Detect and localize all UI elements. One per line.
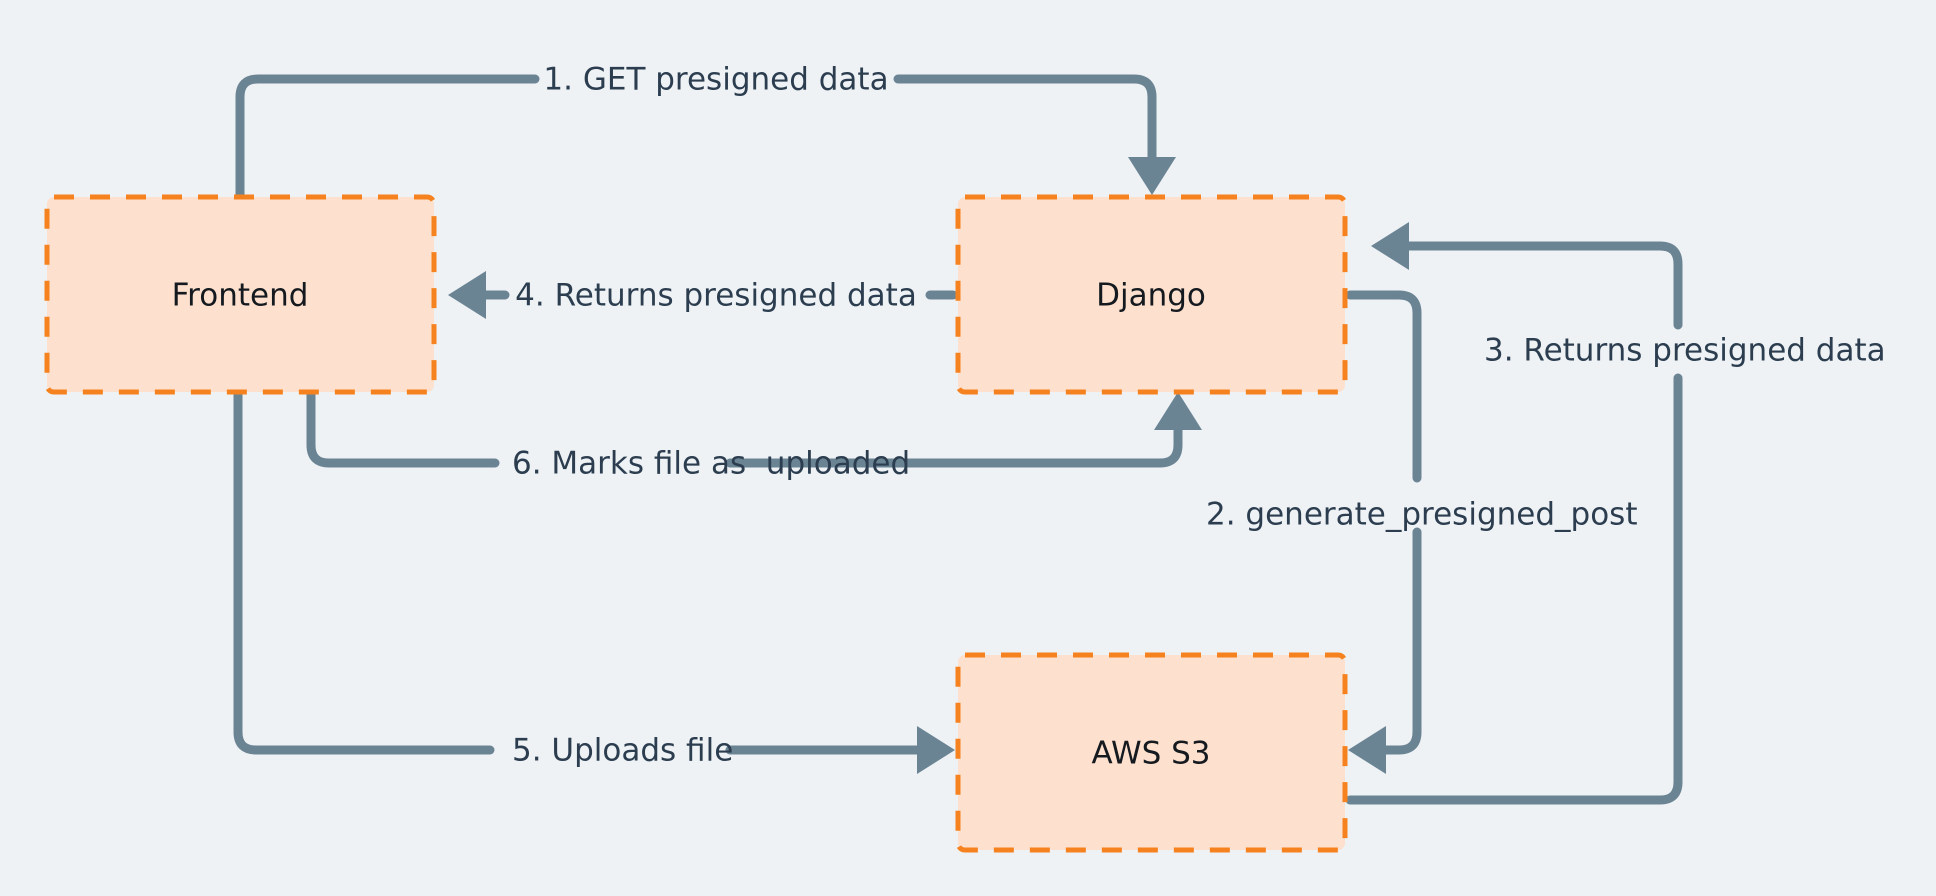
node-frontend-label: Frontend xyxy=(172,278,309,314)
edge-6-segment-right xyxy=(725,417,1183,468)
edge-6-marks-file-as-uploaded: 6. Marks file as uploaded xyxy=(306,387,1202,482)
edge-5-label: 5. Uploads file xyxy=(512,733,733,769)
edge-2-arrowhead xyxy=(1348,726,1386,774)
edge-1-get-presigned-data: 1. GET presigned data xyxy=(235,62,1176,202)
edge-3-arrowhead xyxy=(1371,222,1409,270)
edge-4-arrowhead xyxy=(448,271,486,319)
edge-2-segment-bottom xyxy=(1373,527,1422,755)
edge-5-uploads-file: 5. Uploads file xyxy=(233,387,955,774)
edge-2-segment-top xyxy=(1345,290,1422,483)
edge-4-returns-presigned-data: 4. Returns presigned data xyxy=(448,271,958,319)
edge-6-label: 6. Marks file as uploaded xyxy=(512,446,910,482)
edge-1-arrowhead xyxy=(1128,157,1176,195)
node-aws-s3-box[interactable] xyxy=(955,652,1348,853)
edge-5-segment-left xyxy=(233,387,495,755)
node-aws-s3-label: AWS S3 xyxy=(1091,736,1210,772)
edge-3-segment-upper xyxy=(1396,241,1683,330)
node-aws-s3[interactable]: AWS S3 xyxy=(955,652,1348,853)
edge-5-arrowhead xyxy=(917,726,955,774)
node-django-box[interactable] xyxy=(955,194,1348,395)
edge-6-segment-left xyxy=(306,387,500,468)
edge-6-arrowhead xyxy=(1154,392,1202,430)
edge-1-segment-left xyxy=(235,74,540,202)
edge-4-label: 4. Returns presigned data xyxy=(515,278,917,314)
edge-1-label: 1. GET presigned data xyxy=(543,62,888,98)
edge-2-label: 2. generate_presigned_post xyxy=(1206,497,1637,533)
edge-3-label: 3. Returns presigned data xyxy=(1484,333,1886,369)
edge-1-segment-right xyxy=(893,74,1157,170)
node-django-label: Django xyxy=(1096,278,1206,314)
node-frontend-box[interactable] xyxy=(44,194,437,395)
node-frontend[interactable]: Frontend xyxy=(44,194,437,395)
node-django[interactable]: Django xyxy=(955,194,1348,395)
edge-2-generate-presigned-post: 2. generate_presigned_post xyxy=(1206,290,1637,774)
edge-3-segment-lower xyxy=(1345,373,1683,805)
edge-3-returns-presigned-data: 3. Returns presigned data xyxy=(1345,222,1886,805)
